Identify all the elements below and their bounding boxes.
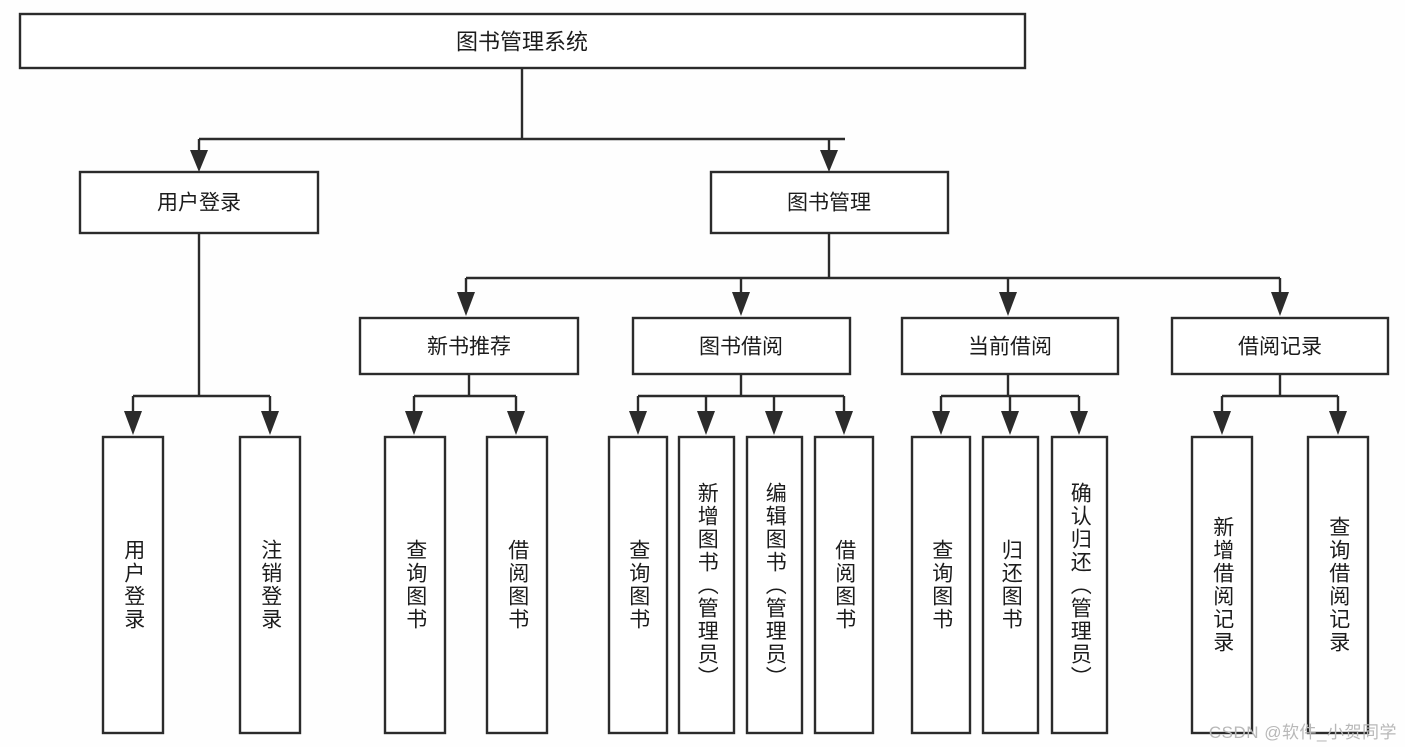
connector-group-borrow-record [1213,374,1347,435]
arrow-head-to-current-borrow [999,292,1017,316]
node-root-system[interactable]: 图书管理系统 [18,12,1027,70]
node-root-label: 图书管理系统 [456,30,588,55]
node-root-rect[interactable] [18,12,1027,70]
arrow-head-nb-leaf-1 [405,411,423,435]
node-book-borrow-label: 图书借阅 [699,336,783,359]
leaf-box-user-login-1[interactable] [101,435,165,735]
node-book-manage[interactable]: 图书管理 [709,170,950,235]
leaf-box-book-borrow-1[interactable] [607,435,669,735]
arrow-head-ul-leaf-2 [261,411,279,435]
node-borrow-record-label: 借阅记录 [1238,336,1322,359]
arrow-head-nb-leaf-2 [507,411,525,435]
leaf-box-new-book-2[interactable] [485,435,549,735]
node-new-book-recommend-label: 新书推荐 [427,336,511,359]
node-current-borrow-rect[interactable] [900,316,1120,376]
arrow-head-bb-leaf-4 [835,411,853,435]
connector-group-root [190,68,845,172]
connector-group-new-book [405,374,525,435]
node-current-borrow-label: 当前借阅 [968,336,1052,359]
arrow-head-br-leaf-2 [1329,411,1347,435]
connector-group-book-manage [457,233,1289,316]
arrow-head-ul-leaf-1 [124,411,142,435]
node-user-login-rect[interactable] [78,170,320,235]
csdn-watermark: CSDN @软件_小贺同学 [1208,723,1397,742]
leaf-box-current-borrow-2[interactable] [981,435,1040,735]
leaf-box-new-book-1[interactable] [383,435,447,735]
arrow-head-bb-leaf-2 [697,411,715,435]
leaf-box-current-borrow-3[interactable] [1050,435,1109,735]
node-user-login[interactable]: 用户登录 [78,170,320,235]
arrow-head-cb-leaf-3 [1070,411,1088,435]
arrow-head-to-user-login [190,150,208,172]
arrow-head-bb-leaf-3 [765,411,783,435]
leaf-box-borrow-record-1[interactable] [1190,435,1254,735]
arrow-head-br-leaf-1 [1213,411,1231,435]
arrow-head-to-new-book [457,292,475,316]
node-book-borrow-rect[interactable] [631,316,852,376]
arrow-head-bb-leaf-1 [629,411,647,435]
leaf-box-borrow-record-2[interactable] [1306,435,1370,735]
leaf-box-book-borrow-3[interactable] [745,435,804,735]
arrow-head-to-book-manage [820,150,838,172]
leaf-box-book-borrow-2[interactable] [677,435,736,735]
node-borrow-record-rect[interactable] [1170,316,1390,376]
connector-group-user-login [124,233,279,435]
leaf-box-user-login-2[interactable] [238,435,302,735]
leaf-box-current-borrow-1[interactable] [910,435,972,735]
arrow-head-cb-leaf-2 [1001,411,1019,435]
leaf-box-book-borrow-4[interactable] [813,435,875,735]
node-current-borrow[interactable]: 当前借阅 [900,316,1120,376]
connector-group-book-borrow [629,374,853,435]
arrow-head-cb-leaf-1 [932,411,950,435]
connector-group-current-borrow [932,374,1088,435]
node-book-manage-label: 图书管理 [787,192,871,215]
node-book-borrow[interactable]: 图书借阅 [631,316,852,376]
arrow-head-to-borrow-record [1271,292,1289,316]
node-new-book-recommend[interactable]: 新书推荐 [358,316,580,376]
node-user-login-label: 用户登录 [157,192,241,215]
node-borrow-record[interactable]: 借阅记录 [1170,316,1390,376]
arrow-head-to-book-borrow [732,292,750,316]
node-new-book-recommend-rect[interactable] [358,316,580,376]
node-book-manage-rect[interactable] [709,170,950,235]
